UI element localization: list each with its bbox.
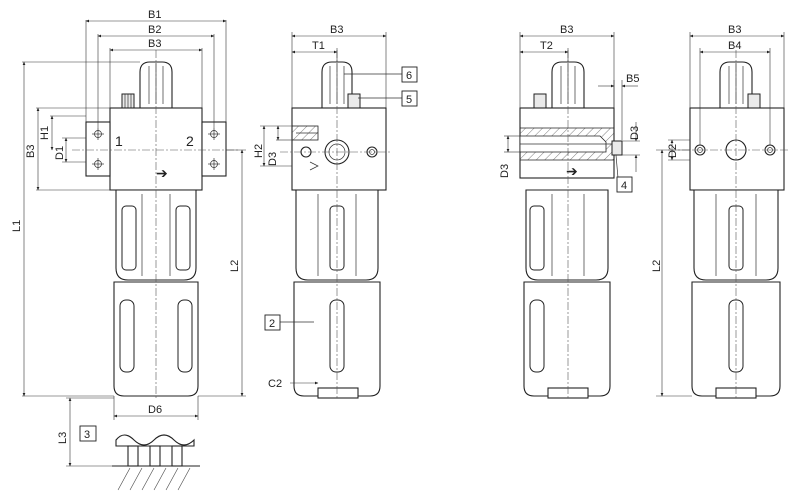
callout-5-box — [401, 90, 418, 107]
callout-6: 6 — [406, 70, 412, 82]
callout-3: 3 — [84, 429, 90, 441]
dim-C2: C2 — [268, 378, 282, 390]
dim-L3: L3 — [57, 432, 69, 444]
callout-6-box — [401, 66, 418, 83]
dim-B3-side: B3 — [330, 24, 343, 36]
rear-view: B3 B4 D2 L2 — [651, 24, 788, 400]
callout-3-box — [79, 425, 97, 442]
dim-D1: D1 — [54, 146, 66, 160]
dim-T2: T2 — [540, 40, 553, 52]
port-1-label: 1 — [115, 133, 123, 149]
dim-B3-section: B3 — [560, 24, 573, 36]
dim-B4: B4 — [728, 40, 741, 52]
flow-arrow-section: ➔ — [566, 163, 578, 179]
dim-D2: D2 — [667, 144, 679, 158]
dim-D3-left: D3 — [499, 164, 511, 178]
dim-H2: H2 — [253, 144, 265, 158]
dim-L1: L1 — [11, 220, 23, 232]
callout-4: 4 — [621, 180, 627, 192]
dim-D3-side: D3 — [267, 152, 279, 166]
dim-D3-right: D3 — [629, 126, 641, 140]
flow-arrow: ➔ — [156, 165, 168, 181]
callout-5: 5 — [406, 94, 412, 106]
dim-B3-rear: B3 — [728, 24, 741, 36]
callout-2-box — [264, 314, 281, 331]
dim-B5: B5 — [626, 73, 639, 85]
dim-B3-vertical: B3 — [25, 145, 37, 158]
port-2-label: 2 — [186, 133, 194, 149]
dim-D6: D6 — [148, 404, 162, 416]
dim-T1: T1 — [312, 40, 325, 52]
front-view: 1 2 ➔ B1 B2 B3 L1 B3 H1 D1 — [11, 9, 246, 491]
dim-B2: B2 — [148, 24, 161, 36]
dim-B1: B1 — [148, 9, 161, 21]
dim-H1: H1 — [39, 126, 51, 140]
dim-L2-rear: L2 — [651, 260, 663, 272]
side-view: B3 T1 H2 D3 C2 6 5 2 — [253, 24, 418, 400]
callout-2: 2 — [269, 318, 275, 330]
dim-L2-front: L2 — [229, 260, 241, 272]
callout-4-box — [616, 176, 633, 193]
dim-B3-front: B3 — [148, 38, 161, 50]
section-view: ➔ B3 T2 B5 D3 D3 — [499, 24, 641, 400]
